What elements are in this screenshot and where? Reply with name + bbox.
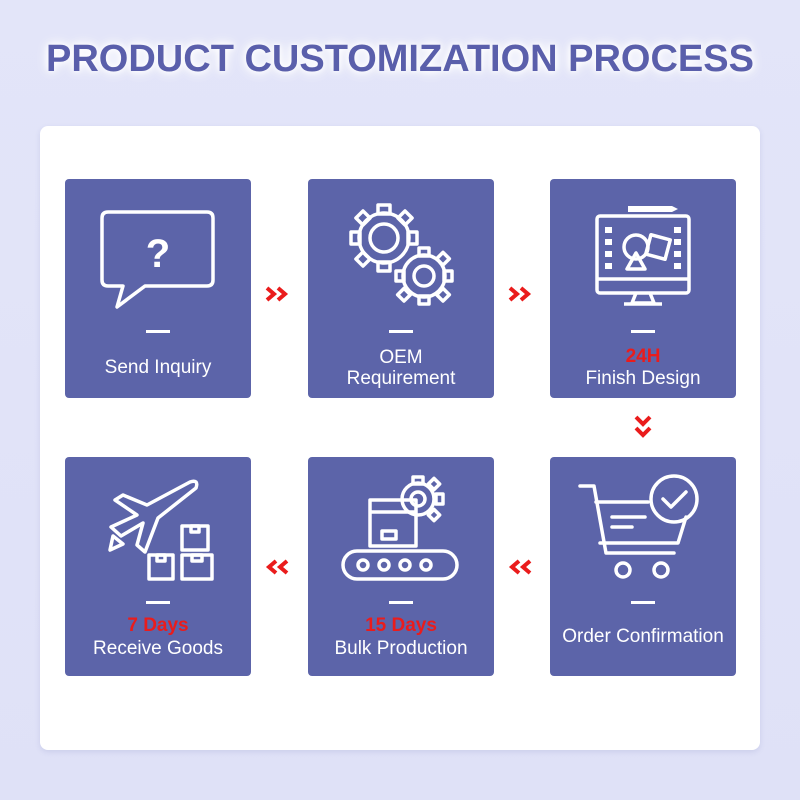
conveyor-gear-icon (341, 475, 459, 581)
divider-dash (389, 330, 413, 333)
step-order-confirmation: Order Confirmation (550, 457, 736, 676)
step-oem-requirement: OEM Requirement (308, 179, 494, 398)
step-label-line-1: OEM (379, 347, 423, 368)
step-label: Bulk Production (334, 638, 468, 659)
question-bubble-icon: ? (100, 210, 215, 309)
step-time-highlight: 24H (625, 346, 661, 367)
airplane-boxes-icon (108, 479, 214, 581)
step-receive-goods: 7 Days Receive Goods (65, 457, 251, 676)
step-finish-design: 24H Finish Design (550, 179, 736, 398)
page-title: PRODUCT CUSTOMIZATION PROCESS (46, 38, 754, 80)
arrow-right-icon (508, 286, 532, 302)
step-label: Send Inquiry (104, 357, 212, 378)
step-label: Receive Goods (93, 638, 223, 659)
divider-dash (631, 601, 655, 604)
step-bulk-production: 15 Days Bulk Production (308, 457, 494, 676)
step-label: Order Confirmation (562, 626, 724, 647)
divider-dash (146, 330, 170, 333)
arrow-down-icon (634, 415, 652, 438)
arrow-right-icon (265, 286, 289, 302)
step-send-inquiry: ? Send Inquiry (65, 179, 251, 398)
divider-dash (146, 601, 170, 604)
step-label: Finish Design (585, 368, 701, 389)
divider-dash (631, 330, 655, 333)
svg-text:?: ? (146, 232, 170, 276)
arrow-left-icon (265, 559, 289, 575)
arrow-left-icon (508, 559, 532, 575)
shopping-cart-check-icon (578, 474, 699, 579)
step-time-highlight: 7 Days (127, 615, 189, 636)
step-label-line-2: Requirement (346, 368, 456, 389)
divider-dash (389, 601, 413, 604)
step-time-highlight: 15 Days (365, 615, 437, 636)
gears-icon (349, 203, 454, 306)
design-monitor-icon (595, 206, 691, 306)
